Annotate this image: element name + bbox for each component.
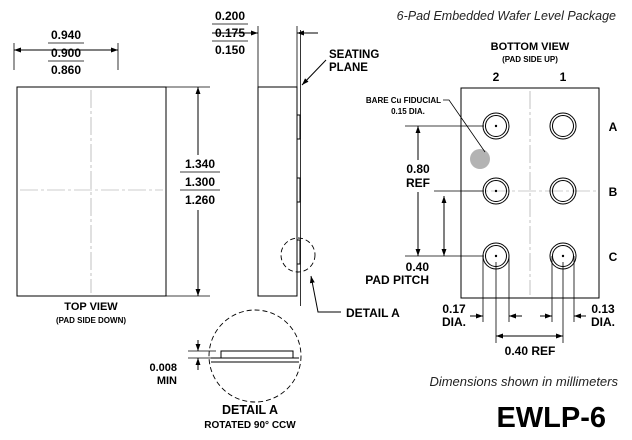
side-thickness-dimension: 0.200 0.175 0.150 (212, 9, 318, 87)
top-view-sublabel: (PAD SIDE DOWN) (56, 316, 126, 325)
svg-text:REF: REF (406, 176, 430, 190)
row-label-c: C (609, 250, 618, 264)
top-height-dimension: 1.340 1.300 1.260 (166, 86, 220, 297)
bottom-view: BOTTOM VIEW (PAD SIDE UP) 2 1 A B C BARE… (365, 41, 617, 358)
pad (482, 112, 510, 140)
svg-text:0.40 REF: 0.40 REF (505, 344, 556, 358)
row-label-b: B (609, 185, 618, 199)
seating-plane-label: SEATING (329, 49, 379, 61)
svg-text:PLANE: PLANE (329, 62, 368, 74)
svg-text:0.940: 0.940 (51, 28, 81, 42)
svg-text:MIN: MIN (157, 375, 177, 387)
svg-text:0.40: 0.40 (406, 260, 430, 274)
svg-text:1.340: 1.340 (185, 157, 215, 171)
pad (549, 177, 577, 205)
svg-text:0.15 DIA.: 0.15 DIA. (391, 107, 425, 116)
top-view: 0.940 0.900 0.860 1.340 1.300 1.260 TOP … (13, 28, 220, 325)
svg-text:PAD PITCH: PAD PITCH (365, 273, 429, 287)
detail-a-view-circle (208, 309, 302, 403)
svg-text:0.80: 0.80 (406, 162, 430, 176)
pad-diameter-dimensions: 0.17 DIA. 0.13 DIA. (442, 256, 615, 329)
bottom-view-body (460, 87, 600, 299)
svg-text:0.200: 0.200 (215, 9, 245, 23)
svg-text:1.300: 1.300 (185, 175, 215, 189)
row-pitch-ref-dimension: 0.80 REF (405, 125, 484, 257)
detail-a: 0.008 MIN DETAIL A ROTATED 90° CCW (149, 309, 302, 431)
svg-text:0.150: 0.150 (215, 43, 245, 57)
units-note: Dimensions shown in millimeters (429, 374, 618, 389)
svg-text:0.13: 0.13 (591, 302, 615, 316)
detail-a-title: DETAIL A (222, 403, 278, 417)
detail-a-circle (280, 237, 316, 273)
svg-text:0.17: 0.17 (442, 302, 466, 316)
side-view-body (257, 86, 298, 297)
column-label-2: 2 (493, 70, 500, 84)
svg-text:0.900: 0.900 (51, 46, 81, 60)
svg-text:0.860: 0.860 (51, 63, 81, 77)
svg-text:1.260: 1.260 (185, 193, 215, 207)
top-view-body (16, 86, 167, 297)
bottom-view-sublabel: (PAD SIDE UP) (502, 55, 558, 64)
svg-text:DIA.: DIA. (591, 315, 615, 329)
svg-text:DIA.: DIA. (442, 315, 466, 329)
bottom-view-label: BOTTOM VIEW (491, 41, 570, 53)
top-width-dimension: 0.940 0.900 0.860 (13, 28, 119, 77)
top-view-label: TOP VIEW (64, 301, 118, 313)
detail-a-rotation: ROTATED 90° CCW (204, 420, 296, 431)
side-view: 0.200 0.175 0.150 SEATING PLANE DETAIL A (212, 9, 400, 320)
svg-text:0.175: 0.175 (215, 26, 245, 40)
subtitle: 6-Pad Embedded Wafer Level Package (397, 9, 616, 23)
row-label-a: A (609, 120, 618, 134)
detail-a-callout: DETAIL A (346, 306, 400, 320)
col-pitch-ref-dimension: 0.40 REF (495, 262, 564, 358)
pad (549, 112, 577, 140)
standoff-value: 0.008 (149, 362, 177, 374)
fiducial-label: BARE Cu FIDUCIAL (366, 96, 441, 105)
fiducial-marker (470, 149, 490, 169)
package-name: EWLP-6 (496, 402, 606, 434)
pad-pitch-dimension: 0.40 PAD PITCH (365, 190, 484, 287)
column-label-1: 1 (560, 70, 567, 84)
